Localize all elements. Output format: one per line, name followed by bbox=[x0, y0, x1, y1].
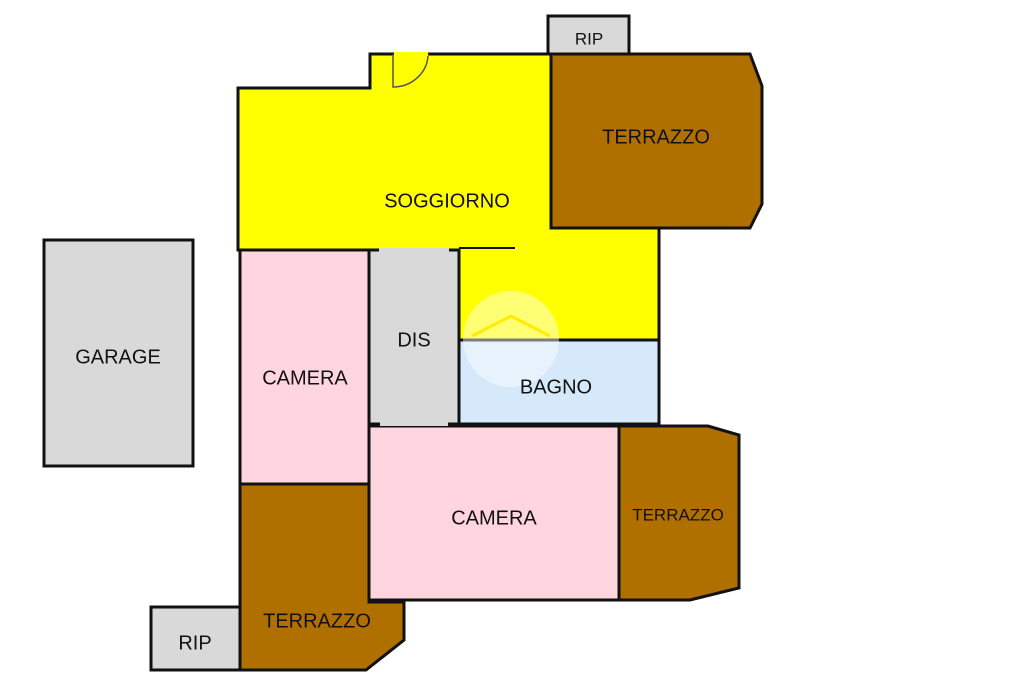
terrazzo-right-room bbox=[617, 424, 741, 602]
bagno-label: BAGNO bbox=[520, 376, 592, 398]
dis-label: DIS bbox=[397, 329, 430, 351]
soggiorno-label: SOGGIORNO bbox=[384, 190, 510, 212]
bagno-room bbox=[457, 338, 661, 426]
camera-left-label: CAMERA bbox=[262, 367, 348, 389]
entrance-door-swing bbox=[392, 53, 429, 88]
terrazzo-right-label: TERRAZZO bbox=[632, 505, 724, 524]
camera-center-label: CAMERA bbox=[451, 507, 537, 529]
terrazzo-bottom-label: TERRAZZO bbox=[263, 610, 371, 632]
terrazzo-top-label: TERRAZZO bbox=[602, 126, 710, 148]
rip-bottom-label: RIP bbox=[178, 632, 211, 654]
terrazzo-top-room bbox=[549, 52, 764, 230]
watermark-logo bbox=[463, 291, 559, 387]
camera-center-room bbox=[367, 424, 621, 602]
rip-top-label: RIP bbox=[575, 29, 603, 48]
garage-label: GARAGE bbox=[75, 346, 161, 368]
rip-bottom-room bbox=[149, 605, 242, 672]
terrazzo-bottom-room bbox=[238, 482, 406, 672]
rip-top-room bbox=[546, 14, 631, 56]
garage-room bbox=[42, 238, 195, 468]
